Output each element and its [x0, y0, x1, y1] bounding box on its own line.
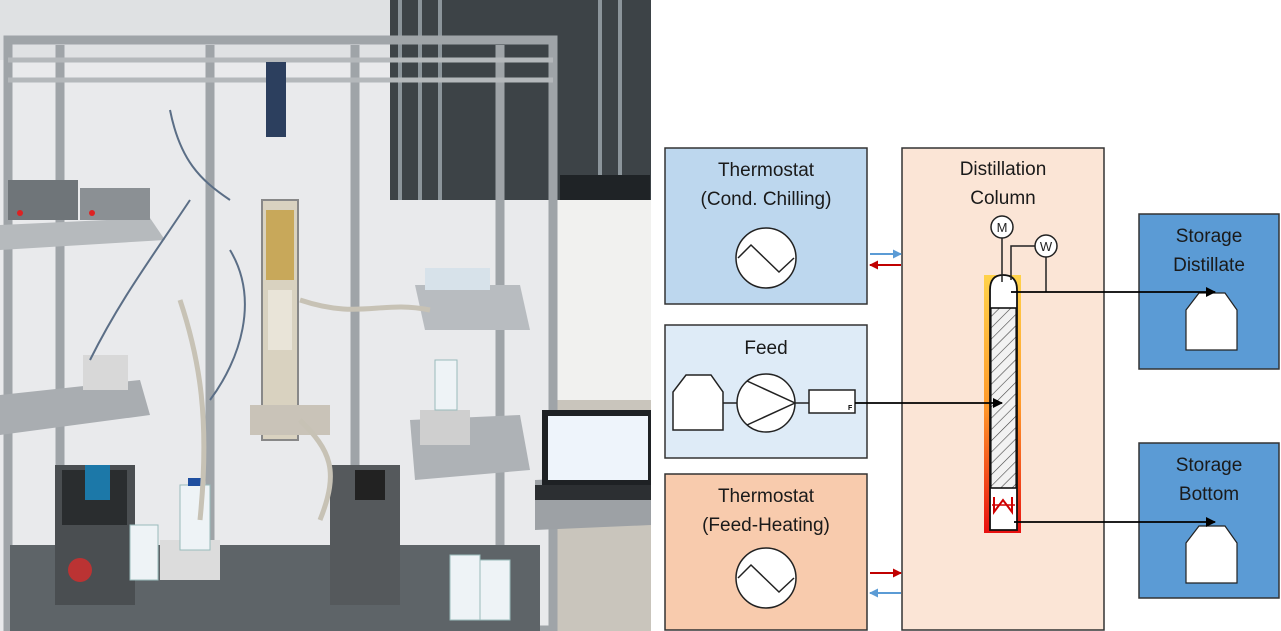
heating-heat-exchanger-icon — [735, 547, 797, 609]
distillation-column-label: Distillation Column — [959, 159, 1047, 209]
feed-pump-icon — [736, 373, 796, 433]
thermostat-heating-label: Thermostat (Feed-Heating) — [702, 486, 830, 536]
storage-bottom-label: Storage Bottom — [1175, 455, 1243, 505]
motor-symbol: M — [997, 220, 1008, 235]
distillate-vessel-icon — [1185, 292, 1238, 351]
lab-setup-photo — [0, 0, 651, 631]
process-diagram-canvas: F M W — [664, 147, 1280, 631]
chilling-heat-exchanger-icon — [735, 227, 797, 289]
feed-label: Feed — [744, 338, 788, 359]
thermostat-chilling-box — [664, 147, 868, 305]
feed-vessel-icon — [672, 374, 724, 431]
reboiler-heater-icon — [993, 497, 1013, 515]
flow-meter-icon — [808, 389, 856, 414]
thermostat-chilling-label: Thermostat (Cond. Chilling) — [700, 160, 832, 210]
storage-distillate-label: Storage Distillate — [1173, 226, 1245, 276]
condenser-symbol: W — [1040, 239, 1053, 254]
column-packing — [990, 307, 1017, 489]
flow-marker: F — [848, 405, 853, 412]
process-diagram: F M W Thermostat (Cond. Chilling) Feed — [651, 0, 1281, 631]
bottom-vessel-icon — [1185, 525, 1238, 584]
lab-distillation-setup-photo — [0, 0, 651, 631]
